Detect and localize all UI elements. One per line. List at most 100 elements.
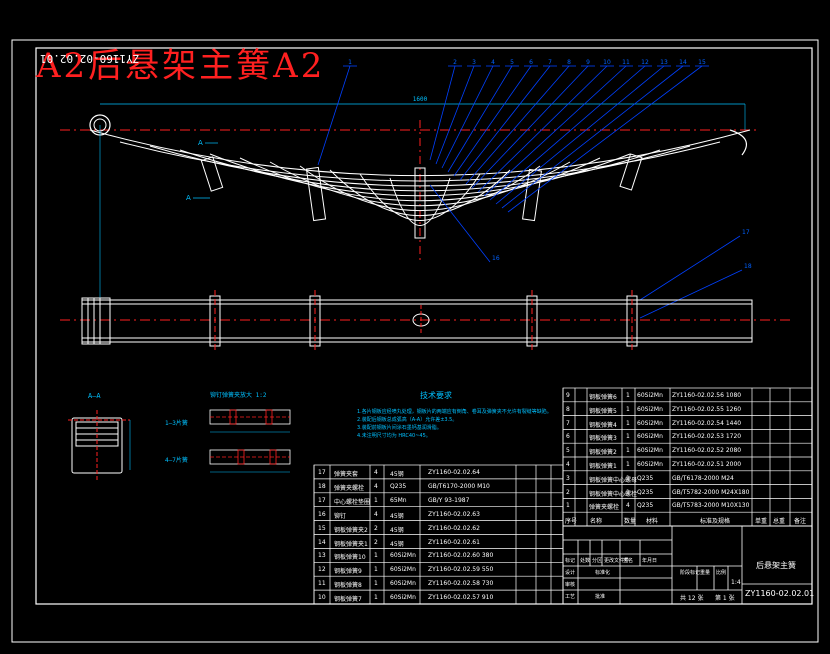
bom-cell-material: 60Si2Mn bbox=[390, 552, 416, 560]
bom-cell-name: 钢板弹簧1 bbox=[589, 463, 617, 470]
bom-cell-material: 60Si2Mn bbox=[637, 433, 663, 441]
clip-group-1-label: 1—3片簧 bbox=[165, 420, 188, 427]
spring-leaf bbox=[89, 129, 751, 177]
bom-cell-material: 45钢 bbox=[390, 471, 404, 478]
bom-cell-name: 中心螺栓垫圈 bbox=[334, 498, 371, 506]
bom-header-unit-weight: 单重 bbox=[755, 518, 768, 526]
clip-detail bbox=[209, 409, 291, 473]
clip-group-2-label: 4—7片簧 bbox=[165, 457, 188, 464]
bom-cell-qty: 1 bbox=[626, 447, 630, 455]
bom-cell-material: 45钢 bbox=[390, 512, 404, 520]
svg-text:1600: 1600 bbox=[413, 96, 428, 103]
spring-leaf bbox=[149, 145, 691, 187]
bom-cell-qty: 1 bbox=[374, 566, 378, 574]
spring-leaf bbox=[329, 169, 511, 217]
title-block-label: 工艺 bbox=[565, 594, 576, 600]
section-mark-bottom: A bbox=[186, 194, 191, 202]
leader-line bbox=[429, 65, 456, 161]
bom-cell-name: 钢板弹簧中心螺栓 bbox=[589, 490, 638, 498]
bom-cell-material: 60Si2Mn bbox=[637, 461, 663, 468]
bom-cell-material: Q235 bbox=[390, 482, 407, 490]
bom-cell-code: ZY1160-02.02.58 730 bbox=[428, 580, 494, 588]
leader-line bbox=[501, 65, 684, 209]
bom-cell-name: 钢板弹簧2 bbox=[589, 449, 617, 457]
bom-cell-material: 60Si2Mn bbox=[390, 594, 416, 602]
title-block-label: 批准 bbox=[595, 594, 606, 600]
balloon-number: 4 bbox=[491, 59, 495, 66]
bom-cell-no: 6 bbox=[566, 433, 570, 441]
drawing-stamp-title: A2后悬架主簧A2 bbox=[36, 46, 326, 86]
tech-note: 1.各片钢板应经喷丸处理，钢板片的两端应有倒角、卷耳及弹簧夹不允许有裂缝等缺陷。 bbox=[357, 409, 552, 415]
bom-cell-qty: 2 bbox=[374, 538, 378, 546]
leader-line bbox=[507, 65, 703, 213]
balloon-number: 9 bbox=[586, 59, 590, 66]
bom-cell-name: 弹簧夹螺栓 bbox=[334, 484, 365, 492]
bom-cell-qty: 1 bbox=[374, 552, 378, 560]
balloon-number: 1 bbox=[348, 59, 352, 66]
bom-cell-name: 弹簧夹螺栓 bbox=[589, 504, 620, 512]
balloon-number: 5 bbox=[510, 59, 514, 66]
spring-leaf bbox=[269, 161, 571, 207]
bom-cell-material: 60Si2Mn bbox=[637, 405, 663, 413]
bom-cell-qty: 1 bbox=[626, 488, 630, 496]
leaf-spring-elevation: 1600 A A bbox=[60, 96, 760, 300]
leader-line bbox=[489, 65, 646, 201]
bom-cell-no: 18 bbox=[318, 482, 326, 490]
bom-cell-no: 16 bbox=[318, 510, 326, 518]
tech-req-title: 技术要求 bbox=[420, 391, 452, 400]
leader-line bbox=[495, 65, 665, 205]
bom-cell-name: 铆钉 bbox=[334, 512, 347, 520]
bom-header-remark: 备注 bbox=[794, 518, 807, 526]
title-block-label: 处数 bbox=[580, 558, 591, 564]
title-block bbox=[562, 525, 813, 605]
leader-line bbox=[453, 65, 532, 177]
bom-cell-no: 9 bbox=[566, 392, 570, 399]
bom-cell-qty: 4 bbox=[626, 502, 630, 510]
bom-cell-no: 13 bbox=[318, 552, 326, 560]
tech-note: 4.未注明尺寸均为 HRC40~45。 bbox=[357, 433, 431, 439]
bom-cell-qty: 1 bbox=[626, 474, 630, 482]
bom-cell-name: 钢板弹簧7 bbox=[334, 596, 362, 604]
spring-leaf bbox=[389, 177, 451, 226]
scale: 1:4 bbox=[731, 579, 741, 586]
drawing-number: ZY1160-02.02.01 bbox=[745, 589, 815, 598]
balloon-number: 6 bbox=[529, 59, 533, 66]
bom-cell-name: 钢板弹簧10 bbox=[334, 554, 366, 562]
spring-leaf bbox=[209, 153, 631, 197]
leader-line bbox=[465, 65, 570, 185]
title-block-label: 阶段标记 bbox=[680, 570, 701, 576]
tech-note: 2.装配后钢板总成弧高（A-A）允许差±3.5。 bbox=[357, 417, 458, 423]
bom-cell-code: GB/Y 93-1987 bbox=[428, 496, 470, 504]
leader-line bbox=[441, 65, 494, 169]
bom-cell-no: 5 bbox=[566, 447, 570, 455]
bom-cell-material: Q235 bbox=[637, 502, 654, 510]
bom-cell-code: ZY1160-02.02.62 bbox=[428, 524, 480, 532]
bom-header-material: 材料 bbox=[646, 518, 659, 526]
leader-line bbox=[471, 65, 589, 189]
drawing-code-rotated: ZY1160-02.02.01 bbox=[40, 52, 140, 65]
balloon-leaders bbox=[317, 65, 743, 319]
bom-cell-name: 钢板弹簧夹2 bbox=[334, 526, 368, 534]
section-a-a bbox=[68, 410, 131, 480]
sheet-total: 共 12 张 bbox=[680, 595, 704, 602]
balloon-number: 16 bbox=[492, 255, 500, 262]
section-mark-top: A bbox=[198, 139, 203, 147]
title-block-label: 比例 bbox=[716, 570, 727, 576]
bom-cell-no: 14 bbox=[318, 538, 326, 546]
bom-cell-material: 60Si2Mn bbox=[390, 566, 416, 574]
bom-cell-qty: 1 bbox=[374, 580, 378, 588]
bom-cell-no: 7 bbox=[566, 419, 570, 427]
bom-cell-material: 60Si2Mn bbox=[637, 447, 663, 455]
bom-cell-no: 3 bbox=[566, 474, 570, 482]
spring-leaf bbox=[359, 173, 481, 222]
title-block-label: 标准化 bbox=[595, 570, 611, 576]
title-block-label: 重量 bbox=[700, 570, 711, 576]
title-block-label: 签名 bbox=[623, 558, 634, 564]
bom-cell-no: 17 bbox=[318, 469, 326, 476]
bom-cell-code: ZY1160-02.02.57 910 bbox=[428, 594, 494, 602]
bom-cell-material: 45钢 bbox=[390, 540, 404, 548]
bom-cell-code: ZY1160-02.02.63 bbox=[428, 510, 480, 518]
bom-cell-code: ZY1160-02.02.54 1440 bbox=[672, 419, 742, 427]
title-block-label: 标记 bbox=[565, 558, 576, 564]
